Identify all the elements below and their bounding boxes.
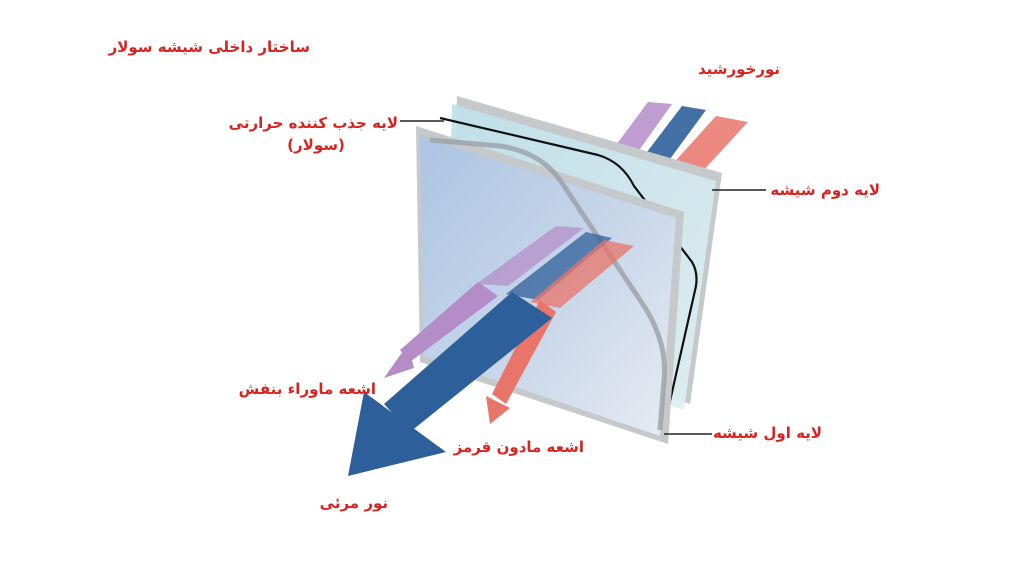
solar-layer-label: لایه جذب کننده حرارتی (سولار) bbox=[228, 112, 398, 156]
ultraviolet-label: اشعه ماوراء بنفش bbox=[238, 380, 376, 398]
infrared-ray-through bbox=[530, 240, 634, 308]
visible-light-label: نور مرئی bbox=[319, 494, 388, 512]
first-glass-label: لایه اول شیشه bbox=[712, 424, 822, 442]
second-glass-label: لایه دوم شیشه bbox=[770, 181, 880, 199]
diagram-title: ساختار داخلی شیشه سولار bbox=[108, 38, 310, 56]
solar-layer-label-line1: لایه جذب کننده حرارتی bbox=[228, 114, 398, 132]
solar-layer-label-line2: (سولار) bbox=[287, 136, 345, 154]
ultraviolet-arrow bbox=[384, 282, 498, 378]
ultraviolet-ray-through bbox=[476, 226, 584, 286]
sunlight-label: نورخورشید bbox=[697, 60, 780, 78]
visible-light-arrow bbox=[348, 292, 552, 476]
infrared-label: اشعه مادون قرمز bbox=[453, 438, 584, 456]
visible-ray-through bbox=[506, 232, 612, 300]
leader-lines bbox=[400, 120, 766, 435]
